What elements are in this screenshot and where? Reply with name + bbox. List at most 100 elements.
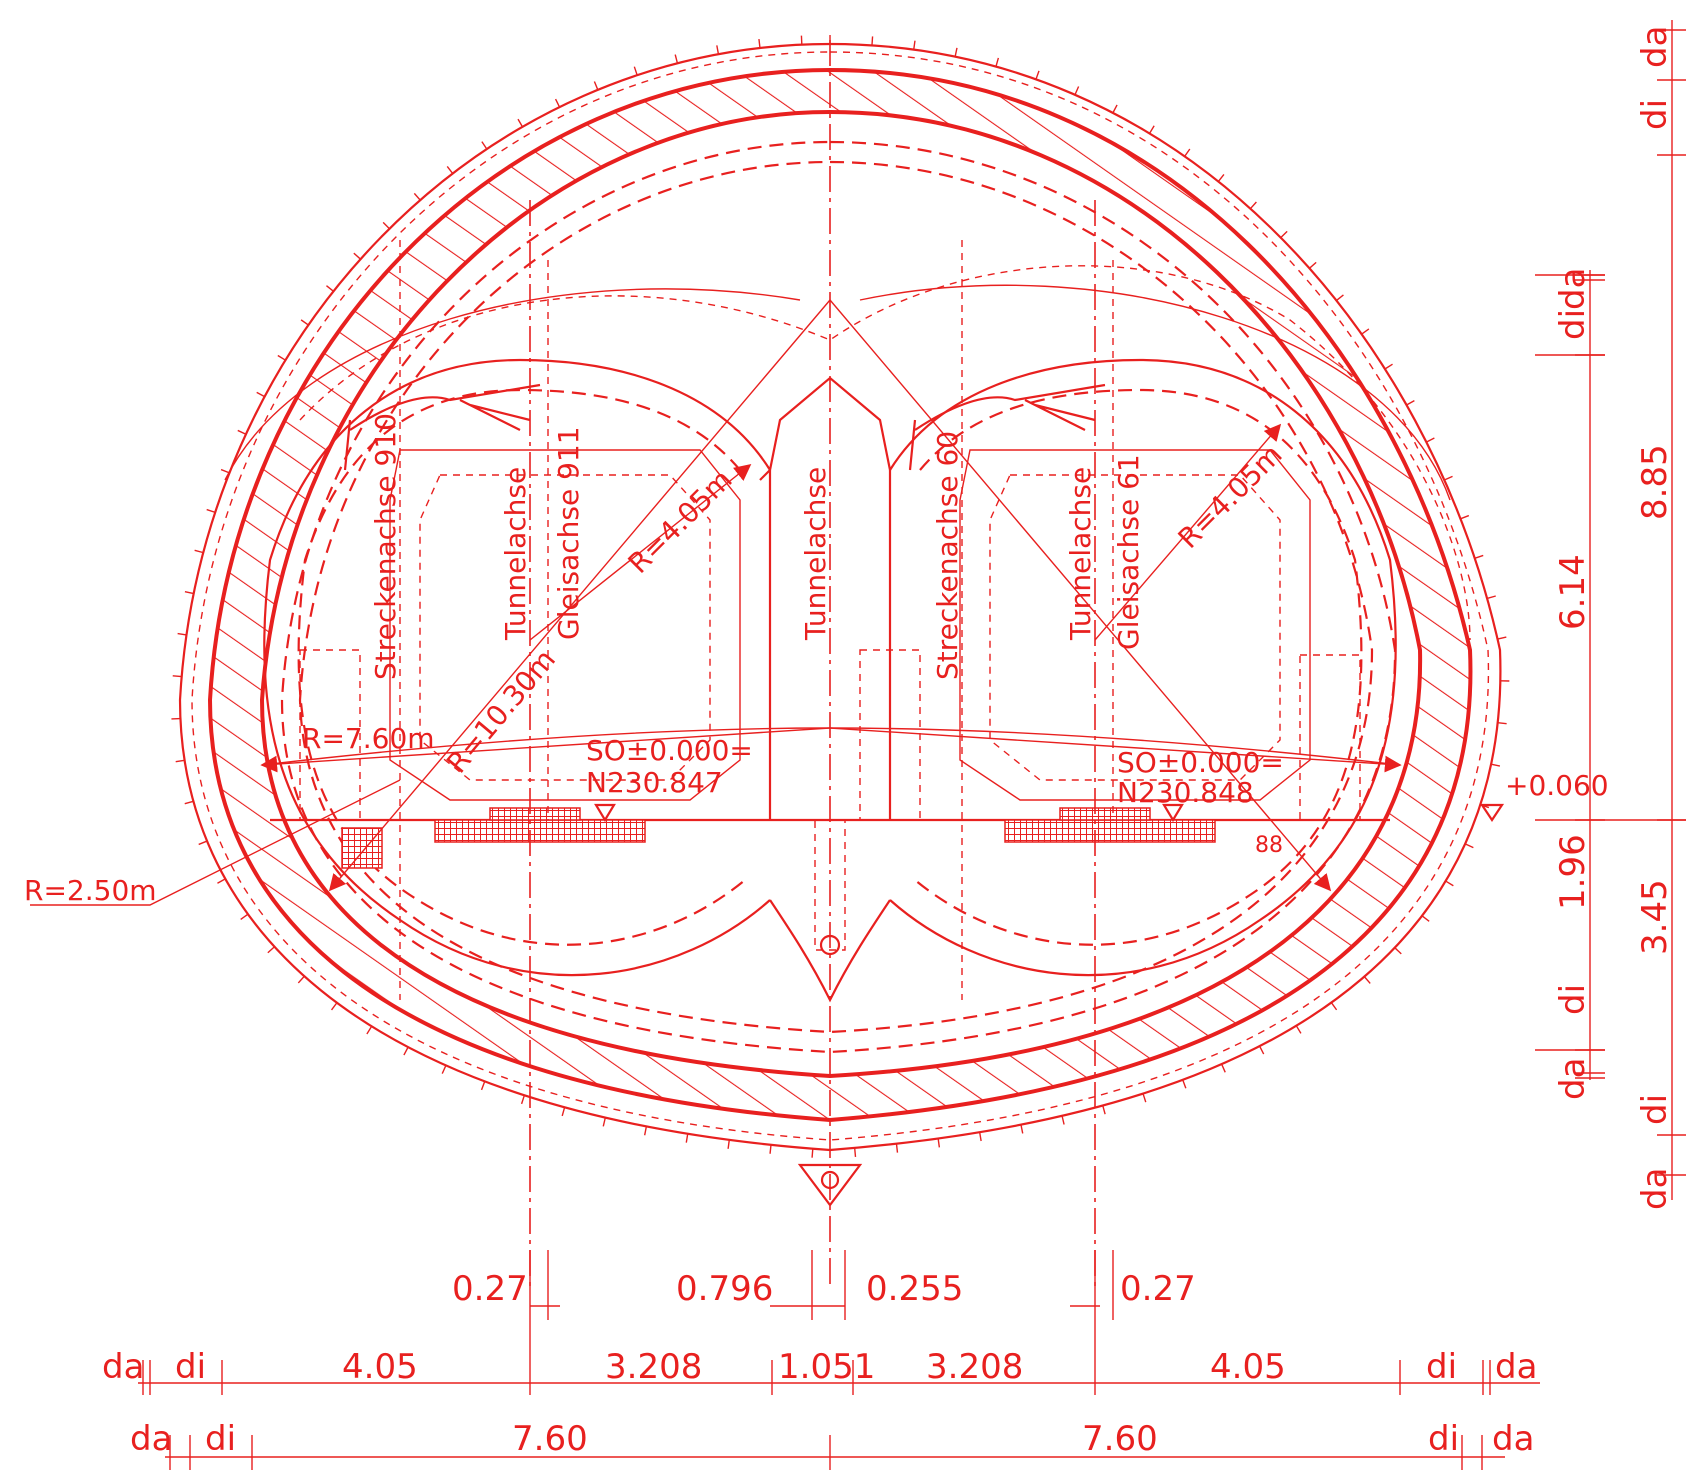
anchor-tick [297, 975, 305, 984]
anchor-tick [913, 40, 916, 50]
dim-c2-di-bottom: di [1635, 1094, 1675, 1125]
right-tube-wall [889, 358, 1397, 977]
anchor-tick [1249, 201, 1257, 210]
dim-r2-760-right: 7.60 [1082, 1419, 1158, 1459]
anchor-tick [1497, 722, 1507, 725]
label-radius-405-left: R=4.05m [622, 463, 739, 580]
dim-c2-di-top: di [1635, 99, 1675, 130]
radius-405-left-leader [529, 463, 752, 641]
anchor-tick [685, 1133, 689, 1143]
anchor-tick [353, 252, 362, 260]
dim-r1-405-right: 4.05 [1210, 1347, 1286, 1387]
anchor-tick [937, 1138, 941, 1148]
anchor-tick [1182, 1079, 1187, 1089]
left-clearance-dashed [419, 474, 711, 781]
label-radius-1030: R=10.30m [440, 643, 562, 779]
anchor-tick [194, 549, 204, 554]
label-gleisachse-911: Gleisachse 911 [552, 426, 585, 640]
label-so-right-2: N230.848 [1117, 776, 1254, 809]
anchor-tick [480, 1081, 486, 1091]
anchor-tick [403, 1046, 409, 1056]
label-radius-405-right: R=4.05m [1172, 438, 1289, 555]
anchor-tick [593, 81, 599, 91]
dim-c2-885: 8.85 [1635, 444, 1675, 520]
left-reference-arc-2 [224, 288, 801, 481]
anchor-tick [758, 38, 761, 49]
dim-top-027-left: 0.27 [452, 1269, 528, 1309]
anchor-tick [184, 591, 194, 595]
anchor-tick [172, 675, 182, 678]
level-060-marker [1479, 803, 1505, 822]
anchor-tick [1308, 261, 1317, 269]
anchor-tick [184, 800, 194, 805]
anchor-tick [220, 468, 230, 474]
anchor-tick [1384, 363, 1393, 370]
anchor-tick [1280, 230, 1288, 239]
left-cable-duct [341, 827, 383, 869]
anchor-tick [1363, 976, 1371, 984]
dim-c1-da-bottom: da [1553, 1058, 1593, 1100]
label-radius-250: R=2.50m [24, 874, 157, 907]
anchor-tick [1421, 915, 1430, 922]
anchor-tick [1148, 125, 1155, 134]
anchor-tick [413, 192, 421, 201]
dim-r2-di-left: di [205, 1419, 236, 1459]
dim-r1-da-left: da [102, 1347, 144, 1387]
anchor-tick [853, 1147, 857, 1157]
anchor-tick [300, 319, 309, 326]
dim-r1-3208-left: 3.208 [605, 1347, 702, 1387]
radius-250-leader [30, 779, 401, 906]
anchor-tick [330, 1002, 338, 1011]
anchor-tick [633, 66, 638, 76]
right-slab-top [1059, 807, 1151, 821]
anchor-tick [727, 1139, 730, 1149]
outer-dashed-profile [191, 51, 1490, 1141]
anchor-tick [517, 118, 524, 128]
dim-r2-760-left: 7.60 [512, 1419, 588, 1459]
anchor-tick [995, 57, 1000, 67]
anchor-tick [1460, 514, 1470, 520]
left-clearance [389, 449, 741, 801]
left-slab-top [489, 807, 581, 821]
dim-top-027-right: 0.27 [1120, 1269, 1196, 1309]
anchor-tick [769, 1144, 772, 1154]
dim-r1-405-left: 4.05 [342, 1347, 418, 1387]
anchor-tick [1102, 1105, 1106, 1115]
anchor-tick [561, 1107, 566, 1117]
label-tunnelachse-left: Tunnelachse [499, 467, 532, 641]
anchor-tick [1490, 763, 1501, 767]
right-level-marker [1162, 803, 1184, 823]
anchor-tick [277, 354, 286, 361]
radius-1030-leader-r [829, 299, 1332, 892]
anchor-tick [1486, 595, 1496, 600]
anchor-tick [674, 54, 679, 64]
right-reference-arc [859, 284, 1451, 501]
dim-r2-da-left: da [130, 1419, 172, 1459]
anchor-tick [446, 165, 454, 174]
anchor-tick [643, 1126, 648, 1136]
dim-r2-di-right: di [1428, 1419, 1459, 1459]
anchor-tick [382, 221, 390, 230]
right-clearance [959, 449, 1311, 801]
anchor-tick [978, 1132, 982, 1142]
anchor-tick [366, 1025, 373, 1035]
anchor-tick [1142, 1093, 1147, 1103]
anchor-tick [554, 98, 561, 108]
anchor-tick [1361, 328, 1370, 335]
radius-1030-leader [328, 299, 831, 892]
anchor-tick [177, 632, 187, 636]
anchor-tick [811, 1148, 814, 1158]
anchor-tick [1184, 148, 1191, 157]
anchor-tick [520, 1095, 526, 1105]
dim-r1-3208-right: 3.208 [926, 1347, 1023, 1387]
label-gleisachse-61: Gleisachse 61 [1112, 454, 1145, 650]
right-niche-2 [1299, 654, 1361, 821]
dim-r1-da-right: da [1495, 1347, 1537, 1387]
right-tube-dashed [914, 388, 1363, 946]
left-level-marker [594, 803, 616, 823]
anchor-tick [481, 141, 488, 150]
lining-ring [207, 67, 1473, 1123]
anchor-tick [1464, 843, 1474, 849]
dim-c2-345: 3.45 [1635, 879, 1675, 955]
